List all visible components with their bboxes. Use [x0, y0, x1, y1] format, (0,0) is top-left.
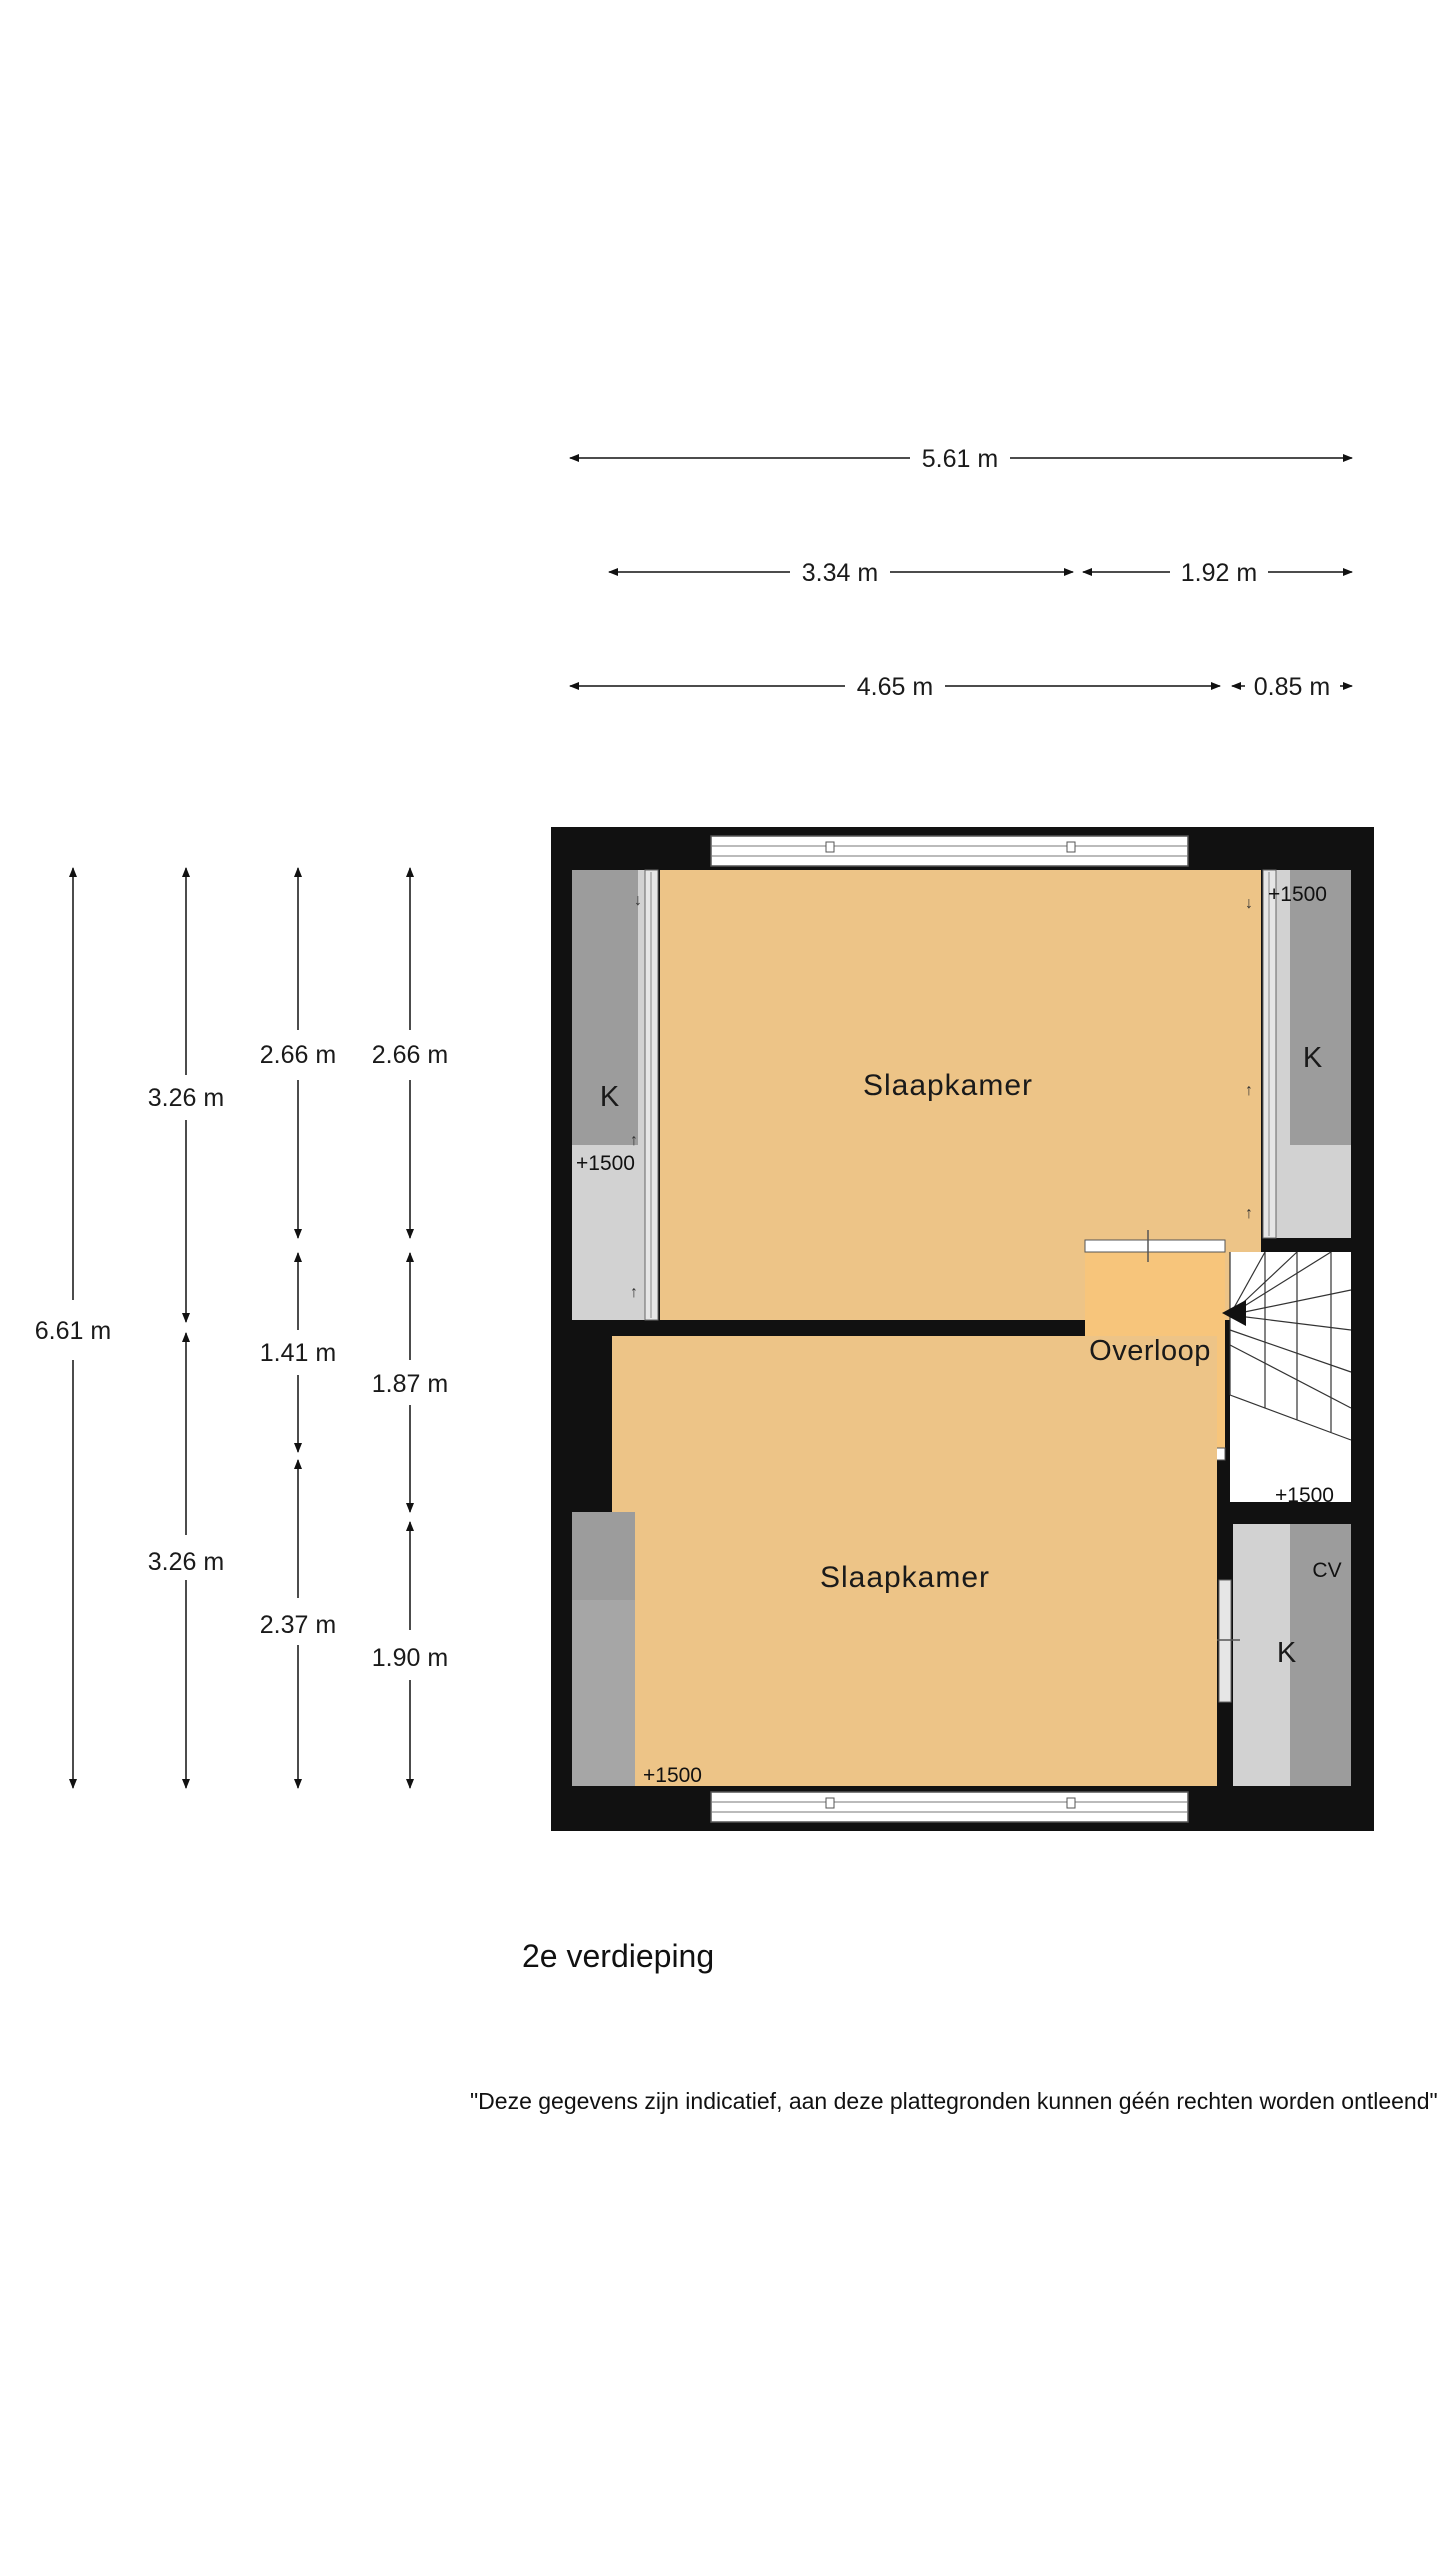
- closet-left-shelf: [572, 870, 638, 1145]
- dim-label: 3.26 m: [148, 1548, 224, 1576]
- dim-total-width: 5.61 m: [569, 445, 1353, 473]
- dim-label: 1.90 m: [372, 1644, 448, 1672]
- dim-height-col3-a: 2.66 m: [260, 867, 336, 1239]
- dim-width-main: 4.65 m: [569, 673, 1221, 701]
- arrow-down-icon: ↓: [634, 892, 642, 909]
- dim-label: 6.61 m: [35, 1317, 111, 1345]
- arrow-up-icon: ↑: [630, 1284, 638, 1301]
- height-marker: +1500: [576, 1152, 635, 1175]
- dim-height-col4-a: 2.66 m: [372, 867, 448, 1239]
- dim-total-height: 6.61 m: [35, 867, 111, 1789]
- room-label-closet-bottom: K: [1277, 1637, 1297, 1669]
- dim-height-col3-b: 1.41 m: [260, 1252, 336, 1453]
- dim-label: 1.87 m: [372, 1370, 448, 1398]
- dim-width-small: 0.85 m: [1231, 673, 1353, 701]
- dim-width-right: 1.92 m: [1082, 559, 1353, 587]
- dim-label: 0.85 m: [1254, 673, 1330, 701]
- dim-label: 2.66 m: [260, 1041, 336, 1069]
- height-marker: +1500: [643, 1764, 702, 1787]
- vertical-dimensions: 6.61 m 3.26 m 3.26 m 2.66 m 1.41 m 2.37: [35, 867, 448, 1789]
- dim-label: 1.41 m: [260, 1339, 336, 1367]
- door-landing-top: [1084, 1239, 1226, 1253]
- dim-height-col2-top: 3.26 m: [148, 867, 224, 1323]
- stair-direction-arrow-icon: [1222, 1300, 1246, 1326]
- floor-plan-body: ↓ ↑ ↑ ↓ ↑ ↑ Slaapkamer Slaapkamer Overlo…: [551, 827, 1374, 1831]
- arrow-up-icon: ↑: [1245, 1205, 1253, 1222]
- dim-label: 1.92 m: [1181, 559, 1257, 587]
- stair-steps: [1229, 1251, 1352, 1441]
- dim-label: 4.65 m: [857, 673, 933, 701]
- window-top: [710, 835, 1189, 867]
- cv-label: CV: [1312, 1559, 1341, 1582]
- dim-label: 3.34 m: [802, 559, 878, 587]
- closet-right-shelf: [1290, 870, 1351, 1145]
- dim-width-left: 3.34 m: [608, 559, 1074, 587]
- floor-caption: 2e verdieping: [522, 1938, 715, 1974]
- dim-height-col4-c: 1.90 m: [372, 1521, 448, 1789]
- closet-bottom-doors: [1218, 1579, 1232, 1703]
- room-label-bedroom-top: Slaapkamer: [863, 1069, 1033, 1102]
- height-marker: +1500: [1275, 1484, 1334, 1507]
- closet-bottom-shelf: [1290, 1524, 1351, 1786]
- room-label-closet-left: K: [600, 1081, 620, 1113]
- dim-height-col2-bottom: 3.26 m: [148, 1332, 224, 1789]
- dim-height-col4-b: 1.87 m: [372, 1252, 448, 1513]
- dim-label: 2.66 m: [372, 1041, 448, 1069]
- window-bottom: [710, 1791, 1189, 1823]
- disclaimer: "Deze gegevens zijn indicatief, aan deze…: [470, 2088, 1438, 2114]
- horizontal-dimensions: 5.61 m 3.34 m 1.92 m 4.65 m 0.85 m: [569, 445, 1353, 701]
- height-marker: +1500: [1268, 883, 1327, 906]
- dim-label: 2.37 m: [260, 1611, 336, 1639]
- dim-label: 5.61 m: [922, 445, 998, 473]
- dim-height-col3-c: 2.37 m: [260, 1459, 336, 1789]
- arrow-down-icon: ↓: [1245, 895, 1253, 912]
- room-bedroom-bottom: [612, 1336, 1217, 1786]
- room-label-landing: Overloop: [1089, 1335, 1211, 1367]
- room-label-bedroom-bottom: Slaapkamer: [820, 1561, 990, 1594]
- arrow-up-icon: ↑: [630, 1132, 638, 1149]
- room-label-closet-right: K: [1303, 1042, 1323, 1074]
- arrow-up-icon: ↑: [1245, 1082, 1253, 1099]
- dim-label: 3.26 m: [148, 1084, 224, 1112]
